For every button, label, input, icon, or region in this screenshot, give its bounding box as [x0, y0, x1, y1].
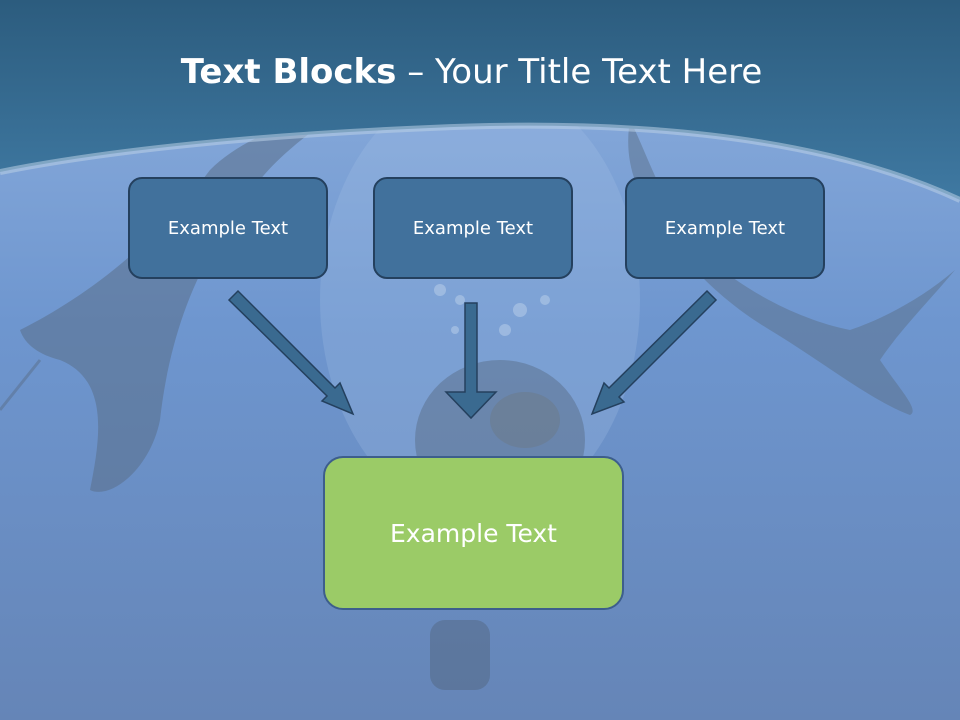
arrow-right — [590, 289, 718, 416]
manta-ray-right-shape — [628, 120, 955, 415]
arrow-center — [444, 302, 498, 420]
text-block-top-left: Example Text — [128, 177, 328, 279]
text-block-top-center: Example Text — [373, 177, 573, 279]
header-band-shape — [0, 0, 960, 200]
text-block-main: Example Text — [323, 456, 624, 610]
title-regular: Your Title Text Here — [435, 52, 763, 92]
page-title: Text Blocks – Your Title Text Here — [0, 52, 943, 92]
title-separator: – — [396, 52, 436, 92]
manta-ray-left-shape — [20, 118, 330, 492]
arrow-left — [227, 289, 355, 416]
title-bold: Text Blocks — [180, 52, 397, 92]
text-block-top-right: Example Text — [625, 177, 825, 279]
